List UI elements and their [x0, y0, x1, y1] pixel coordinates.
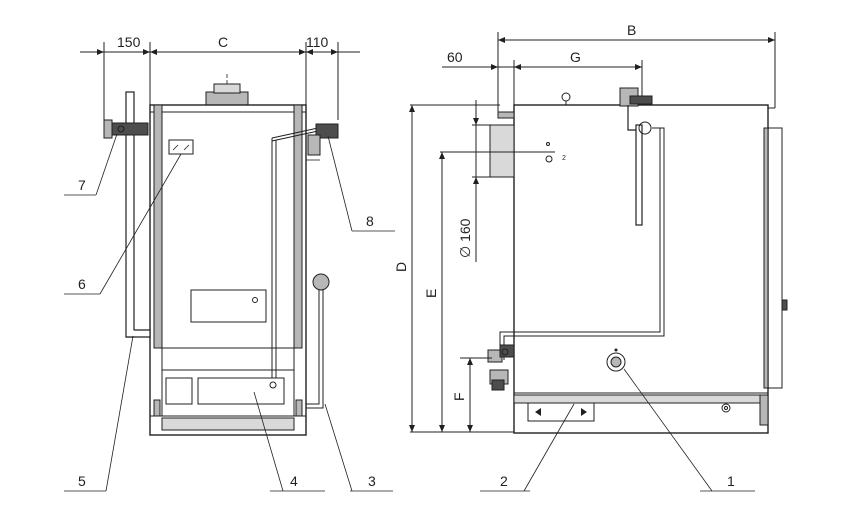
- callout-3: 3: [368, 473, 376, 489]
- dim-b: B: [627, 22, 636, 38]
- flue-outlet-side: [489, 124, 515, 178]
- side-valve-cluster: [487, 344, 515, 391]
- dim-e: E: [423, 289, 439, 298]
- dim-c: C: [218, 34, 228, 50]
- callout-leaders: [64, 133, 755, 492]
- ash-door: [197, 377, 285, 405]
- dim-d: D: [393, 262, 409, 272]
- fuel-door: [190, 289, 267, 323]
- callout-numbers: 7 6 5 4 3 8 2 1: [78, 177, 735, 489]
- callout-6: 6: [78, 276, 86, 292]
- inspection-port: [606, 352, 626, 372]
- dimension-labels: 150 C 110 B 60 G D E F ∅ 160: [117, 22, 636, 401]
- front-top-dimensions: [80, 42, 360, 130]
- callout-5: 5: [78, 473, 86, 489]
- callout-2: 2: [500, 473, 508, 489]
- right-valve-assembly: [271, 123, 339, 378]
- float-pipe-assembly: [306, 273, 330, 409]
- callout-8: 8: [366, 213, 374, 229]
- cleaning-port: [527, 402, 595, 422]
- dim-diameter-160: ∅ 160: [457, 218, 473, 258]
- side-view: 2: [409, 32, 788, 434]
- callout-7: 7: [78, 177, 86, 193]
- dim-150: 150: [117, 34, 141, 50]
- dim-f: F: [451, 392, 467, 401]
- callout-4: 4: [290, 473, 298, 489]
- dim-g: G: [570, 49, 581, 65]
- svg-text:2: 2: [562, 155, 566, 162]
- front-view: [80, 42, 360, 436]
- callout-1: 1: [727, 473, 735, 489]
- boiler-casing-front: [149, 104, 307, 436]
- left-pipe-assembly: [103, 91, 151, 338]
- flue-outlet-front: [205, 74, 249, 107]
- dim-110: 110: [306, 34, 329, 50]
- dim-60: 60: [447, 49, 463, 65]
